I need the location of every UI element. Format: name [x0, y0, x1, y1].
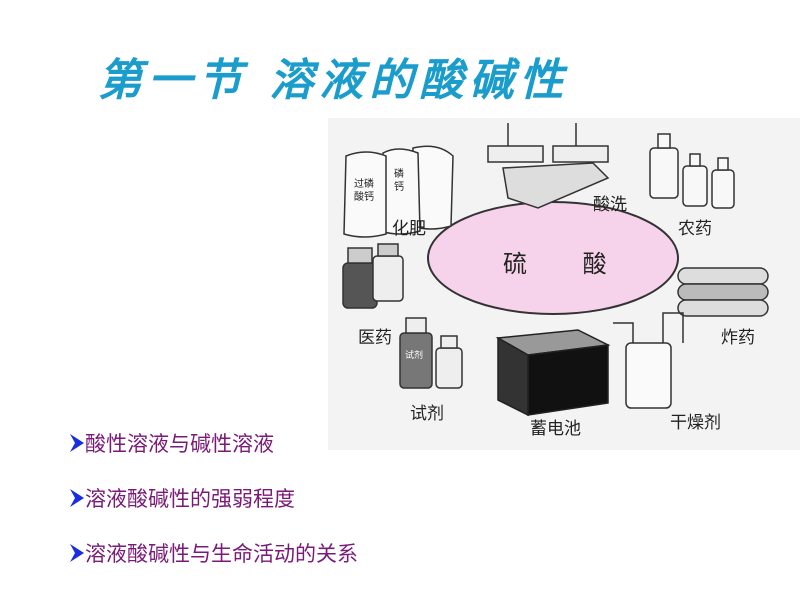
arrow-bullet-icon [70, 489, 84, 507]
pesticide-bottles-icon [649, 133, 735, 209]
explosive-bundle-icon [677, 267, 769, 317]
sulfuric-acid-uses-diagram: 试剂 过磷酸钙 磷钙 硫 酸 化肥 酸洗 农药 医药 炸药 试剂 蓄电池 干燥剂 [328, 118, 800, 450]
label-reagent: 试剂 [410, 404, 444, 424]
bottle-label: 试剂 [405, 349, 423, 361]
label-desiccant: 干燥剂 [670, 413, 721, 433]
diagram-illustrations: 试剂 [342, 123, 769, 417]
reagent-bottles-icon: 试剂 [399, 317, 463, 389]
bag-label-phosphate: 磷钙 [394, 169, 404, 193]
bullet-text: 溶液酸碱性与生命活动的关系 [85, 542, 358, 566]
medicine-bottles-icon [342, 243, 404, 309]
arrow-bullet-icon [70, 434, 84, 452]
fertilizer-bags-icon [343, 145, 454, 238]
label-pickling: 酸洗 [593, 195, 627, 215]
label-medicine: 医药 [358, 328, 392, 348]
label-pesticide: 农药 [678, 219, 712, 239]
battery-icon [495, 329, 611, 417]
bag-label-superphosphate: 过磷酸钙 [354, 179, 374, 203]
bullet-text: 溶液酸碱性的强弱程度 [85, 487, 295, 511]
bullet-list: 酸性溶液与碱性溶液 溶液酸碱性的强弱程度 溶液酸碱性与生命活动的关系 [70, 428, 358, 593]
list-item: 酸性溶液与碱性溶液 [70, 428, 358, 483]
center-label: 硫 酸 [503, 250, 631, 278]
label-fertilizer: 化肥 [392, 219, 426, 239]
label-battery: 蓄电池 [530, 419, 581, 439]
label-explosive: 炸药 [721, 328, 755, 348]
list-item: 溶液酸碱性与生命活动的关系 [70, 538, 358, 593]
bullet-text: 酸性溶液与碱性溶液 [85, 432, 274, 456]
list-item: 溶液酸碱性的强弱程度 [70, 483, 358, 538]
arrow-bullet-icon [70, 544, 84, 562]
pickling-tank-icon [487, 123, 610, 209]
desiccant-bottle-icon [613, 312, 684, 409]
slide-title: 第一节 溶液的酸碱性 [98, 55, 570, 106]
